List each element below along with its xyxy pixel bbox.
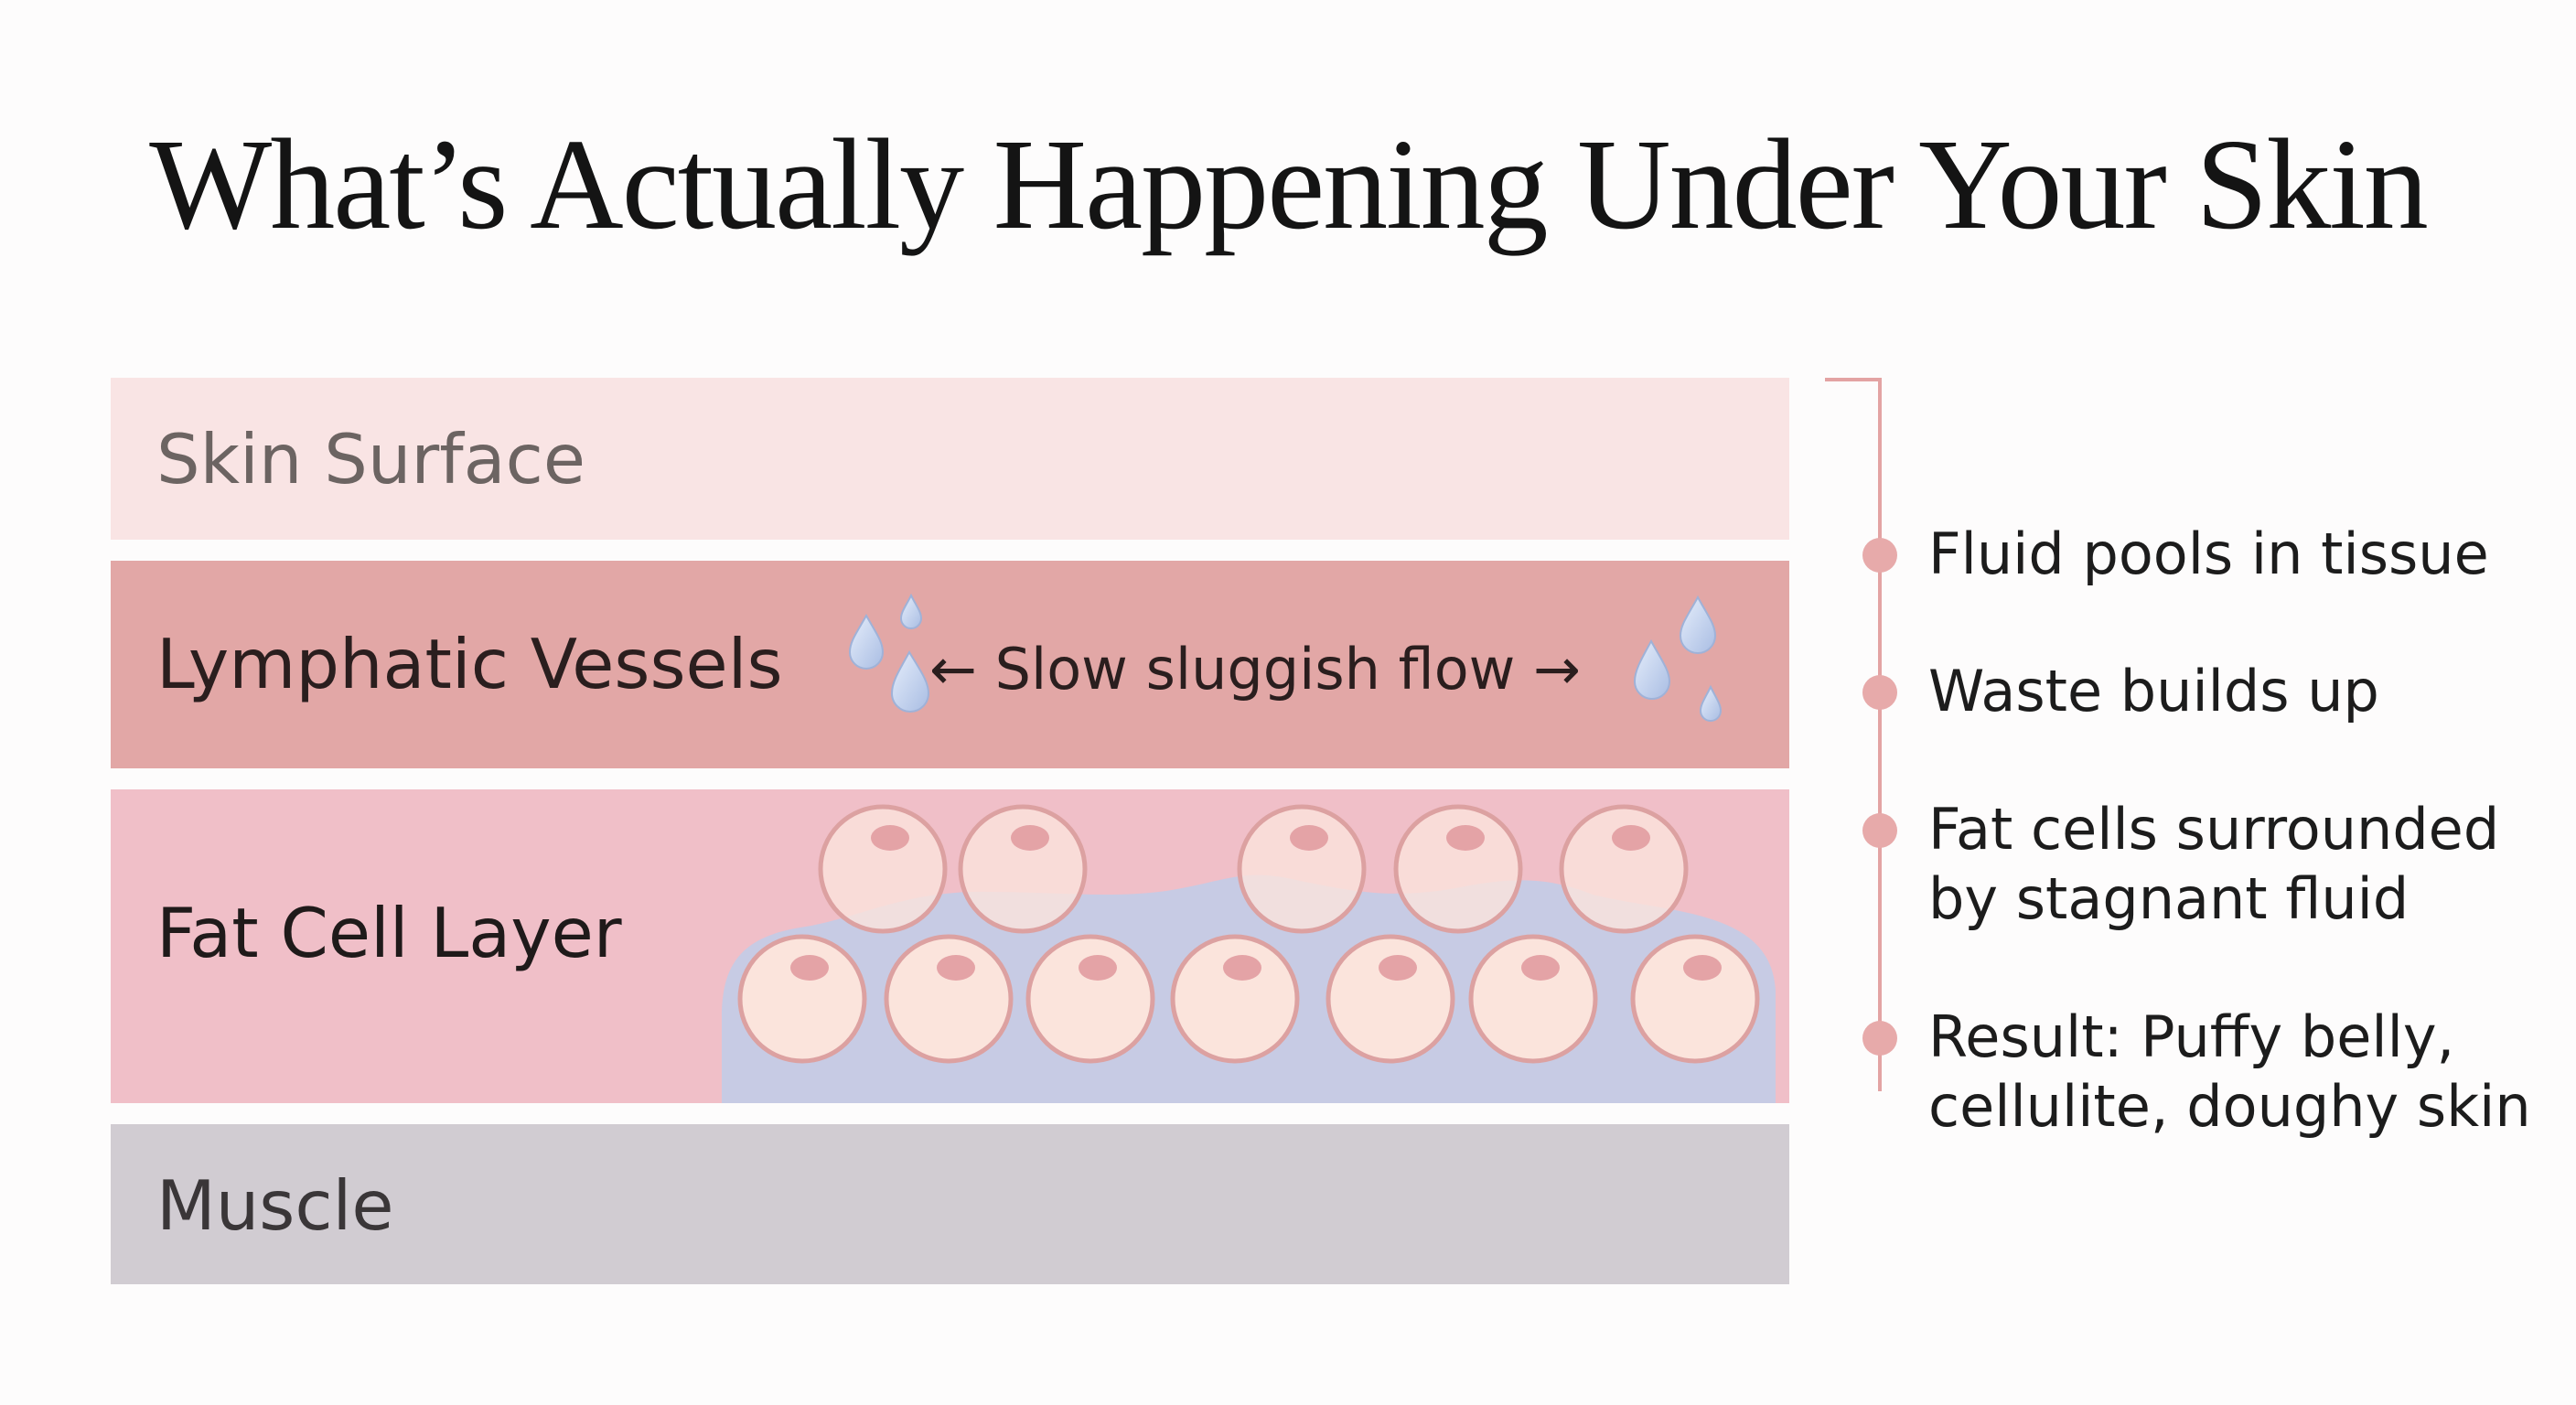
skin-surface-layer: Skin Surface — [111, 378, 1789, 540]
fat-cell-icon — [1326, 934, 1455, 1064]
bullet-dot-icon — [1862, 675, 1897, 710]
water-drops-left — [848, 593, 930, 713]
bullet-dot-icon — [1862, 813, 1897, 848]
fat-cell-layer-label: Fat Cell Layer — [156, 893, 622, 973]
fat-cell-icon — [1630, 934, 1760, 1064]
bullet-line: by stagnant fluid — [1928, 865, 2410, 932]
bullet-line: Waste builds up — [1928, 658, 2379, 724]
water-drop-icon — [1699, 684, 1723, 722]
muscle-label: Muscle — [156, 1165, 394, 1246]
fat-cell-icon — [1393, 804, 1523, 934]
water-drop-icon — [899, 593, 923, 629]
bullet-dot-icon — [1862, 538, 1897, 573]
bullet-line: Fluid pools in tissue — [1928, 520, 2489, 587]
bracket-connector — [1825, 378, 1897, 1091]
water-drop-icon — [890, 649, 930, 713]
fat-cell-icon — [1025, 934, 1155, 1064]
bullet-item: Waste builds up — [1928, 657, 2379, 726]
bullet-item: Fat cells surrounded by stagnant fluid — [1928, 795, 2499, 934]
fat-cell-layer: Fat Cell Layer — [111, 789, 1789, 1103]
fat-cells-illustration — [722, 804, 1776, 1103]
bullet-line: Fat cells surrounded — [1928, 796, 2500, 863]
fat-cell-icon — [1468, 934, 1598, 1064]
lymphatic-vessels-label: Lymphatic Vessels — [156, 624, 783, 704]
water-drop-icon — [1679, 595, 1717, 654]
bullet-dot-icon — [1862, 1021, 1897, 1056]
bullet-item: Result: Puffy belly, cellulite, doughy s… — [1928, 1003, 2531, 1142]
bullet-item: Fluid pools in tissue — [1928, 520, 2489, 589]
water-drops-right — [1633, 595, 1723, 722]
bullet-line: cellulite, doughy skin — [1928, 1073, 2531, 1140]
muscle-layer: Muscle — [111, 1124, 1789, 1284]
page-title: What’s Actually Happening Under Your Ski… — [149, 112, 2429, 256]
lymphatic-vessels-layer: Lymphatic Vessels ← Slow sluggish flow → — [111, 561, 1789, 768]
fat-cell-icon — [737, 934, 867, 1064]
fat-cell-icon — [1559, 804, 1689, 934]
fat-cell-icon — [1170, 934, 1300, 1064]
fat-cell-icon — [884, 934, 1014, 1064]
fat-cell-icon — [958, 804, 1088, 934]
fat-cell-icon — [1237, 804, 1367, 934]
skin-surface-label: Skin Surface — [156, 419, 585, 499]
water-drop-icon — [848, 613, 885, 670]
water-drop-icon — [1633, 638, 1671, 700]
flow-label: ← Slow sluggish flow → — [929, 636, 1582, 702]
bullet-line: Result: Puffy belly, — [1928, 1003, 2455, 1070]
fat-cell-icon — [818, 804, 948, 934]
